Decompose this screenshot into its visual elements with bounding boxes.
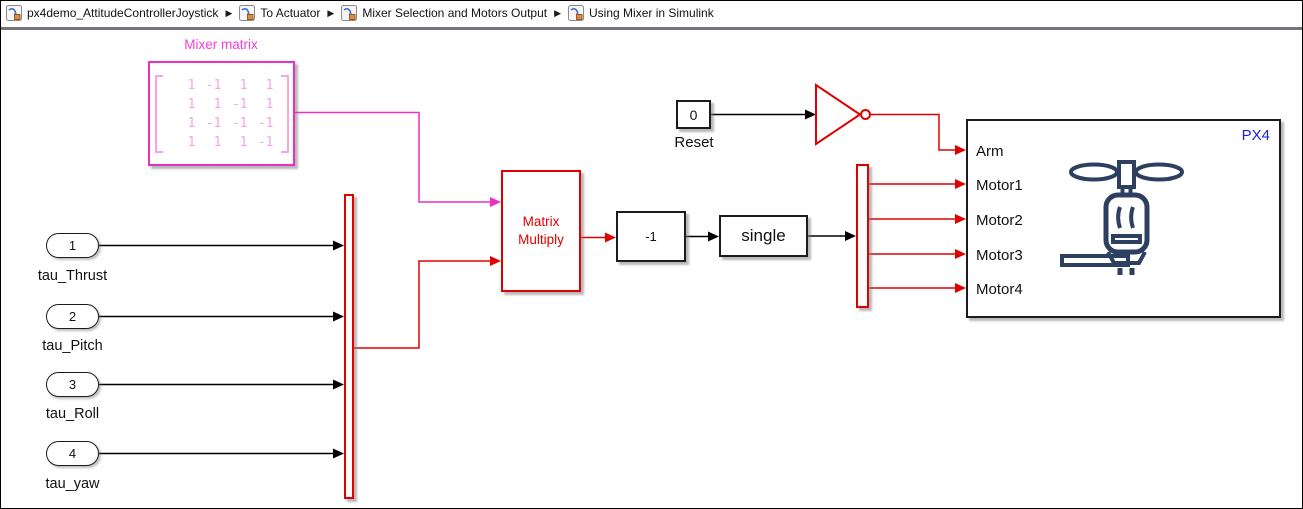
matrix-cell: 1 (265, 77, 274, 93)
demux-block[interactable] (856, 164, 869, 308)
matrix-cell: -1 (231, 115, 248, 131)
arrowhead (955, 145, 966, 155)
inport-1[interactable]: 1 (46, 233, 99, 258)
matrix-multiply-label: Matrix Multiply (518, 214, 564, 247)
matrix-bracket-left (154, 74, 163, 153)
matrix-cell: 1 (213, 134, 222, 150)
px4-subsystem-block[interactable]: PX4 Arm Motor1 Motor2 Motor3 Motor4 (966, 119, 1281, 318)
matrix-cell: 1 (239, 134, 248, 150)
matrix-cell: 1 (187, 77, 196, 93)
wire-not-to-arm[interactable] (870, 113, 955, 151)
mux-block[interactable] (344, 194, 354, 499)
inport-number: 3 (68, 377, 77, 392)
arrowhead (955, 249, 966, 259)
not-gate-block[interactable] (815, 83, 862, 146)
matrix-cell: 1 (187, 115, 196, 131)
arrowhead (805, 109, 816, 120)
cast-label: single (741, 226, 786, 245)
reset-value: 0 (689, 106, 698, 123)
breadcrumb-item-model[interactable]: px4demo_AttitudeControllerJoystick (6, 5, 218, 21)
matrix-cell: -1 (257, 134, 274, 150)
arrowhead (333, 379, 344, 390)
matrix-cell: 1 (187, 96, 196, 112)
px4-badge: PX4 (1241, 127, 1270, 144)
arrowhead (490, 256, 501, 266)
inport-1-label: tau_Thrust (37, 268, 108, 284)
matrix-cell: 1 (187, 134, 196, 150)
subsystem-icon (341, 5, 358, 21)
matrix-cell: 1 (239, 77, 248, 93)
subsystem-icon (568, 5, 585, 21)
px4-port-motor1: Motor1 (976, 177, 1023, 194)
breadcrumb-label[interactable]: Using Mixer in Simulink (589, 6, 714, 20)
matrix-cell: 1 (213, 96, 222, 112)
breadcrumb: px4demo_AttitudeControllerJoystick ▶ To … (1, 1, 1302, 30)
inport-2-label: tau_Pitch (42, 338, 103, 354)
reset-constant-block[interactable]: 0 (676, 100, 711, 129)
px4-port-arm: Arm (976, 143, 1004, 160)
wire-mixer-to-matrix-multiply[interactable] (295, 111, 490, 203)
arrowhead (708, 231, 719, 242)
arrowhead (333, 240, 344, 251)
matrix-cell: -1 (205, 115, 222, 131)
breadcrumb-label[interactable]: px4demo_AttitudeControllerJoystick (27, 6, 219, 20)
not-gate-bubble[interactable] (860, 109, 871, 120)
inport-4[interactable]: 4 (46, 441, 99, 466)
motor-propeller-icon (1060, 160, 1184, 275)
gain-block[interactable]: -1 (616, 211, 686, 262)
breadcrumb-item-using-mixer[interactable]: Using Mixer in Simulink (568, 5, 714, 21)
subsystem-icon (6, 5, 22, 21)
breadcrumb-item-to-actuator[interactable]: To Actuator (239, 5, 320, 21)
breadcrumb-label[interactable]: Mixer Selection and Motors Output (362, 6, 548, 20)
inport-2[interactable]: 2 (46, 304, 99, 329)
arrowhead (605, 232, 616, 243)
matrix-bracket-right (280, 74, 289, 153)
inport-4-label: tau_yaw (45, 476, 100, 492)
wire-mux-to-matrix-multiply[interactable] (354, 260, 490, 349)
arrowhead (955, 214, 966, 224)
breadcrumb-separator-icon: ▶ (554, 7, 562, 18)
px4-port-motor3: Motor3 (976, 247, 1023, 264)
px4-port-motor2: Motor2 (976, 212, 1023, 229)
mixer-matrix-title: Mixer matrix (184, 37, 258, 52)
mixer-matrix-block[interactable]: 1 -1 1 1 1 1 -1 1 1 -1 -1 -1 1 1 1 -1 (148, 61, 295, 166)
subsystem-icon (239, 5, 256, 21)
arrowhead (333, 448, 344, 459)
arrowhead (333, 311, 344, 322)
inport-number: 4 (68, 446, 77, 461)
px4-port-motor4: Motor4 (976, 281, 1023, 298)
matrix-cell: -1 (257, 115, 274, 131)
cast-single-block[interactable]: single (719, 215, 808, 257)
inport-3[interactable]: 3 (46, 372, 99, 397)
breadcrumb-separator-icon: ▶ (327, 7, 335, 18)
arrowhead (955, 179, 966, 189)
matrix-value: 1 -1 1 1 1 1 -1 1 1 -1 -1 -1 1 1 1 -1 (154, 74, 289, 153)
arrowhead (955, 283, 966, 293)
breadcrumb-item-mixer-selection[interactable]: Mixer Selection and Motors Output (341, 5, 547, 21)
breadcrumb-label[interactable]: To Actuator (260, 6, 321, 20)
inport-number: 1 (68, 238, 77, 253)
breadcrumb-separator-icon: ▶ (225, 7, 233, 18)
arrowhead (490, 197, 501, 207)
arrowhead (845, 231, 856, 241)
inport-number: 2 (68, 309, 77, 324)
reset-label: Reset (674, 134, 714, 151)
inport-3-label: tau_Roll (45, 406, 100, 422)
matrix-cell: -1 (231, 96, 248, 112)
matrix-multiply-block[interactable]: Matrix Multiply (501, 170, 581, 292)
matrix-cell: 1 (265, 96, 274, 112)
matrix-cell: -1 (205, 77, 222, 93)
gain-label: -1 (645, 229, 657, 244)
